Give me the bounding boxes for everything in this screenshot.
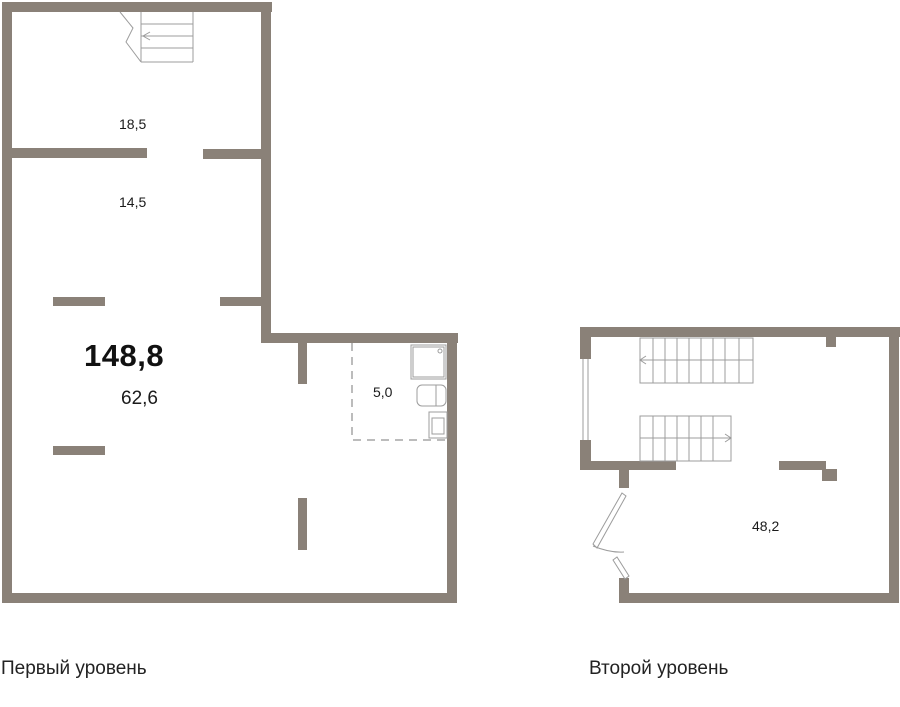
room-area-label: 48,2 [752, 518, 780, 534]
room-area-label: 62,6 [121, 388, 158, 409]
bathroom-dashed-partition [351, 343, 447, 441]
bathroom [351, 343, 448, 441]
partition-2 [779, 461, 826, 470]
wall-left-bottom-2 [619, 578, 629, 603]
stub-2 [220, 297, 263, 306]
second-level-walls [580, 327, 900, 603]
second-level-caption: Второй уровень [589, 658, 729, 679]
wall-step [261, 333, 458, 343]
window-second [582, 359, 589, 440]
stub-4 [298, 343, 307, 384]
stub-3 [53, 446, 105, 455]
stub-1 [53, 297, 105, 306]
wall-top-2 [580, 327, 900, 337]
wall-inner-2 [580, 461, 676, 470]
wall-right-upper [261, 2, 271, 343]
bathtub-icon [416, 384, 447, 407]
wall-left-mid-2 [580, 440, 591, 470]
staircase-second-upper [639, 337, 754, 384]
first-level-walls [2, 2, 458, 603]
partition-2b [822, 469, 837, 481]
stub-5 [298, 498, 307, 550]
sink-icon [428, 411, 448, 439]
post-2 [826, 337, 836, 347]
partition-right [203, 149, 263, 159]
wall-top [2, 2, 272, 12]
total-area-label: 148,8 [84, 338, 165, 373]
wall-right-2 [889, 327, 899, 603]
wall-left [2, 2, 12, 603]
wall-bottom-2 [619, 593, 899, 603]
partition-left [2, 148, 147, 158]
shower-icon [410, 344, 447, 380]
staircase-first [119, 11, 194, 63]
room-area-label: 14,5 [119, 194, 147, 210]
room-area-label: 18,5 [119, 116, 147, 132]
wall-right-lower [447, 333, 457, 603]
wall-bottom [2, 593, 457, 603]
room-area-label: 5,0 [373, 384, 393, 400]
wall-door-post-2 [619, 470, 629, 488]
staircase-second-lower [639, 415, 732, 462]
balcony-door [592, 492, 630, 580]
wall-left-top-2 [580, 327, 591, 359]
first-level-caption: Первый уровень [1, 658, 147, 679]
